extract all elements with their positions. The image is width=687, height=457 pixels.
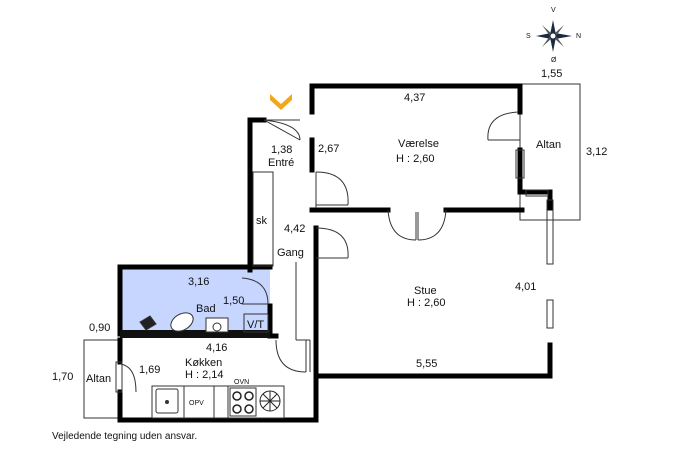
dim-316: 3,16 <box>188 276 209 288</box>
room-kokken-height: H : 2,14 <box>185 369 224 381</box>
stove-burners <box>232 391 254 414</box>
compass-south: S <box>526 33 531 40</box>
dim-150: 1,50 <box>223 295 244 307</box>
dim-312: 3,12 <box>586 146 607 158</box>
compass-west: V <box>551 7 556 14</box>
compass-icon <box>536 20 572 52</box>
door-swings <box>119 111 520 393</box>
closet-label: sk <box>256 215 268 227</box>
room-stue-name: Stue <box>414 285 437 297</box>
room-stue-height: H : 2,60 <box>407 297 446 309</box>
room-altan-right: Altan <box>536 139 561 151</box>
dim-555: 5,55 <box>416 358 437 370</box>
dim-401: 4,01 <box>515 281 536 293</box>
fan-icon <box>259 390 281 412</box>
room-gang-name: Gang <box>277 247 304 259</box>
bath-kitchen-divider <box>120 330 270 338</box>
entry-marker-icon <box>270 94 292 110</box>
washing-machine <box>139 315 157 331</box>
disclaimer-text: Vejledende tegning uden ansvar. <box>52 431 198 442</box>
room-altan-left: Altan <box>86 373 111 385</box>
bath-fixtures <box>139 312 229 333</box>
dim-267: 2,67 <box>318 143 339 155</box>
dim-138: 1,38 <box>271 144 292 156</box>
room-bad-name: Bad <box>196 303 216 315</box>
opv-label: OPV <box>189 400 204 407</box>
sink-drain <box>165 400 169 404</box>
compass-north: N <box>576 33 581 40</box>
ovn-label: OVN <box>234 379 249 386</box>
room-vaerelse-height: H : 2,60 <box>396 153 435 165</box>
vt-label: V/T <box>247 319 264 331</box>
dim-170: 1,70 <box>52 371 73 383</box>
toilet <box>170 312 194 332</box>
compass-east: Ø <box>551 57 557 64</box>
room-vaerelse-name: Værelse <box>398 138 439 150</box>
dim-155: 1,55 <box>541 68 562 80</box>
room-kokken-name: Køkken <box>185 357 222 369</box>
dim-437: 4,37 <box>404 92 425 104</box>
dim-442: 4,42 <box>284 223 305 235</box>
room-entre-name: Entré <box>268 157 294 169</box>
dim-090: 0,90 <box>89 322 110 334</box>
dim-416: 4,16 <box>206 342 227 354</box>
interior-lines <box>115 149 554 419</box>
dim-169: 1,69 <box>139 364 160 376</box>
